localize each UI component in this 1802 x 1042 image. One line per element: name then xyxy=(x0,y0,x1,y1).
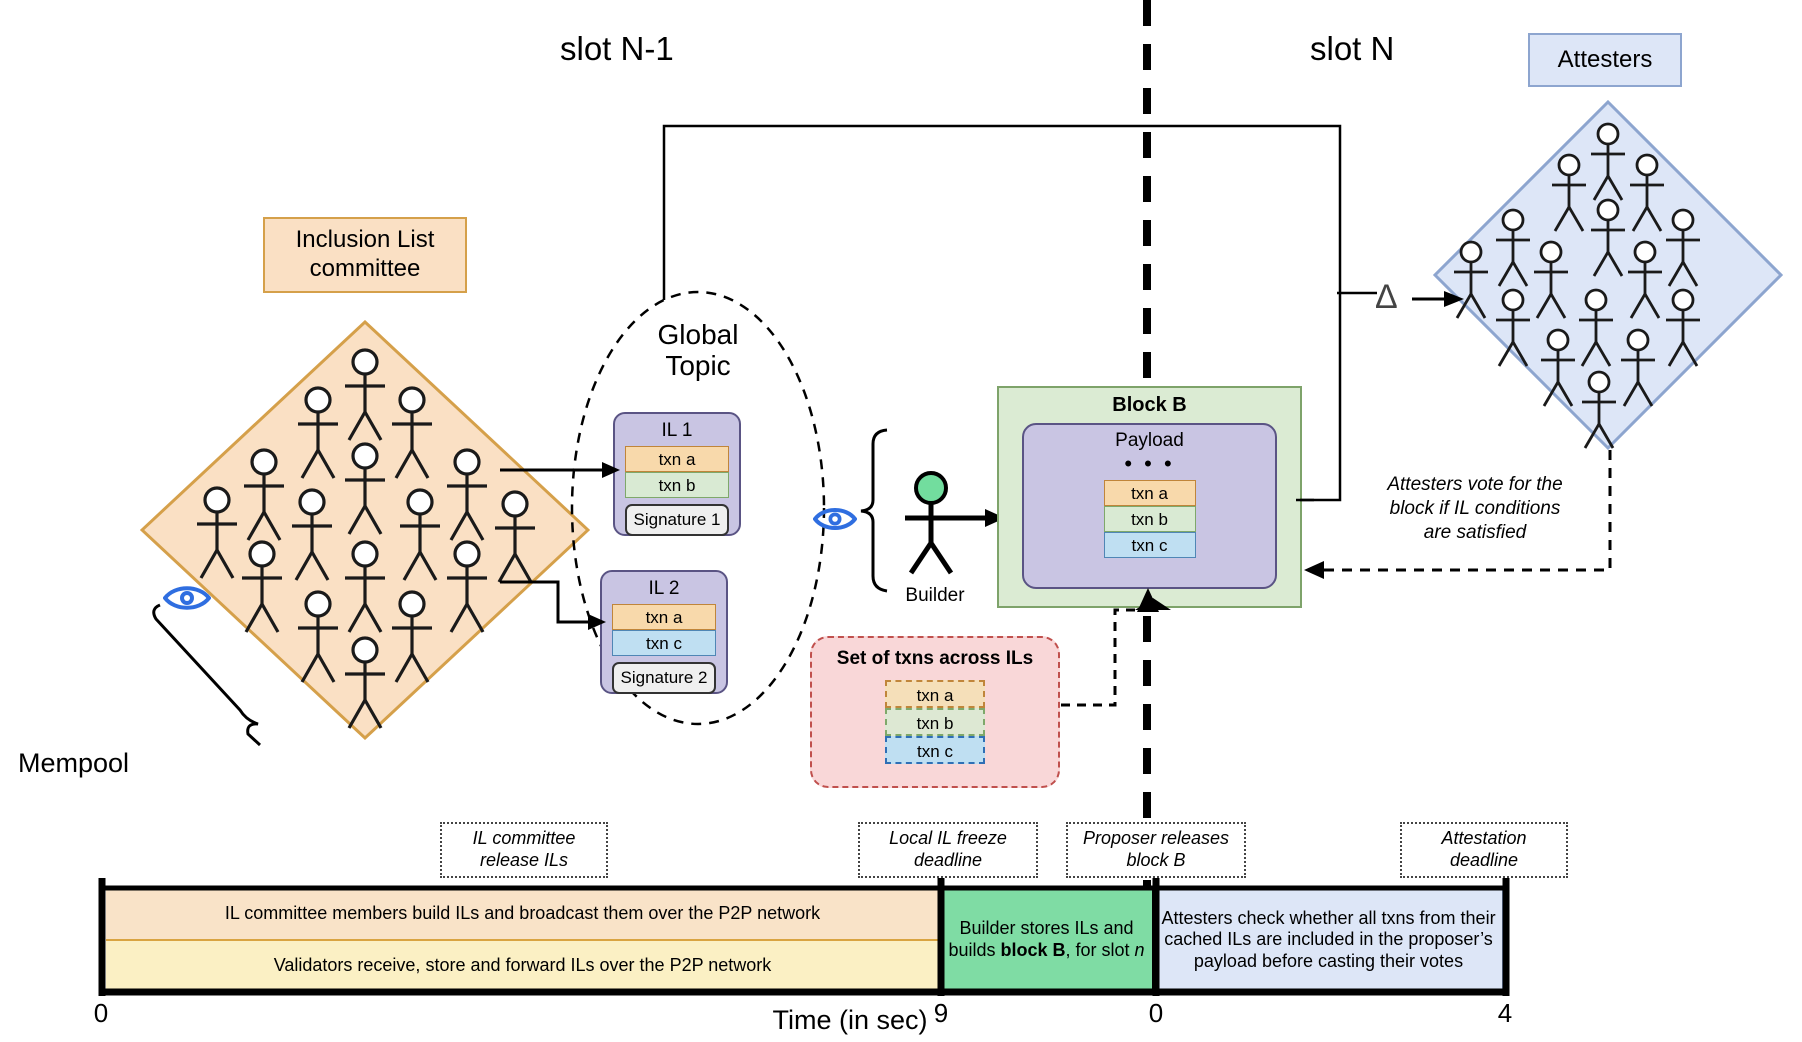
builder-label: Builder xyxy=(905,585,965,606)
il-2-signature: Signature 2 xyxy=(612,662,716,694)
timeline-note-1-line2: deadline xyxy=(913,850,983,870)
set-txn-1: txn b xyxy=(885,708,985,736)
timeline-note-3-line2: deadline xyxy=(1449,850,1519,870)
il-1-signature: Signature 1 xyxy=(625,504,729,536)
block-txn-0: txn a xyxy=(1103,480,1196,506)
timeline-note-2-line2: block B xyxy=(1126,850,1186,870)
timeline-note-1: Local IL freeze deadline xyxy=(858,822,1038,878)
arrow-committee-to-il2 xyxy=(500,580,606,630)
timeline-note-2: Proposer releases block B xyxy=(1066,822,1246,878)
block-b-title: Block B xyxy=(1112,394,1187,416)
inclusion-list-committee-box: Inclusion List committee xyxy=(263,217,467,293)
payload-title: Payload xyxy=(1115,430,1184,451)
tick-1: 9 xyxy=(933,998,949,1028)
block-txn-2: txn c xyxy=(1103,532,1196,558)
tick-3: 4 xyxy=(1497,998,1513,1028)
il-1-txn-0: txn a xyxy=(625,446,729,472)
il-2-txn-1: txn c xyxy=(612,630,716,656)
attesters-box: Attesters xyxy=(1528,33,1682,87)
timeline-bar-builder: Builder stores ILs and builds block B, f… xyxy=(939,888,1154,992)
committee-box-line2: committee xyxy=(309,255,421,282)
timeline-bar-attesters: Attesters check whether all txns from th… xyxy=(1154,888,1503,992)
global-topic-line2: Topic xyxy=(665,349,731,381)
timeline-note-0-line1: IL committee xyxy=(472,828,576,849)
attesters-diamond xyxy=(1433,100,1783,450)
builder-bar-italic: n xyxy=(1134,940,1145,960)
tick-0: 0 xyxy=(93,998,109,1028)
builder-bar-pre: Builder stores ILs and builds xyxy=(948,918,1134,960)
timeline-note-2-line1: Proposer releases xyxy=(1082,828,1230,849)
timeline-axis xyxy=(98,878,1510,996)
connector-globaltopic-to-attesters xyxy=(662,124,1342,502)
global-topic-line1: Global xyxy=(657,319,739,350)
set-txn-2: txn c xyxy=(885,736,985,764)
mempool-brace xyxy=(152,603,262,747)
tick-2: 0 xyxy=(1148,998,1164,1028)
il-2-txn-0: txn a xyxy=(612,604,716,630)
il-1-title: IL 1 xyxy=(661,420,693,441)
builder-brace xyxy=(860,428,888,593)
timeline-axis-title: Time (in sec) xyxy=(772,1005,928,1035)
block-b: Block B Payload • • • txn a txn b txn c xyxy=(997,386,1302,608)
global-topic-ellipse xyxy=(570,290,826,726)
arrow-delta-to-attesters xyxy=(1412,291,1464,307)
arrow-committee-to-il1 xyxy=(500,462,620,478)
connector-block-left-tip xyxy=(1296,498,1314,502)
eye-icon-builder xyxy=(813,508,857,530)
slot-label-left: slot N-1 xyxy=(560,30,674,67)
attesters-box-label: Attesters xyxy=(1557,46,1653,73)
set-txn-0: txn a xyxy=(885,680,985,708)
builder-bar-mid: , for slot xyxy=(1065,940,1135,960)
slot-label-right: slot N xyxy=(1310,30,1395,67)
set-of-txns-title: Set of txns across ILs xyxy=(836,648,1034,669)
timeline-bar-committee: IL committee members build ILs and broad… xyxy=(106,888,939,940)
eye-icon-mempool xyxy=(163,586,211,610)
payload-ellipsis: • • • xyxy=(1124,451,1175,476)
committee-box-line1: Inclusion List xyxy=(295,226,435,254)
arrow-set-to-block-head xyxy=(1137,588,1159,612)
block-txn-1: txn b xyxy=(1103,506,1196,532)
builder-bar-bold: block B xyxy=(1000,940,1066,960)
timeline-note-3-line1: Attestation xyxy=(1441,828,1527,849)
inclusion-list-card-1: IL 1 txn a txn b Signature 1 xyxy=(613,412,741,536)
global-topic-label: Global Topic xyxy=(608,319,788,382)
attesters-feedback-arrow xyxy=(1304,450,1612,579)
timeline-note-0-line2: release ILs xyxy=(479,850,569,870)
inclusion-list-card-2: IL 2 txn a txn c Signature 2 xyxy=(600,570,728,694)
attesters-vote-note: Attesters vote for the block if IL condi… xyxy=(1387,474,1563,543)
il-1-txn-1: txn b xyxy=(625,472,729,498)
mempool-label: Mempool xyxy=(18,748,130,778)
set-of-txns-box: Set of txns across ILs txn a txn b txn c xyxy=(810,636,1060,788)
il-2-title: IL 2 xyxy=(648,578,680,599)
timeline-note-3: Attestation deadline xyxy=(1400,822,1568,878)
timeline-note-1-line1: Local IL freeze xyxy=(889,828,1007,849)
timeline-note-0: IL committee release ILs xyxy=(440,822,608,878)
connector-delta-stub xyxy=(1337,291,1377,295)
inclusion-list-committee-diamond xyxy=(140,320,590,740)
delta-symbol: Δ xyxy=(1375,278,1398,316)
builder-figure xyxy=(905,471,1005,575)
block-b-payload: Payload • • • txn a txn b txn c xyxy=(1022,423,1277,589)
